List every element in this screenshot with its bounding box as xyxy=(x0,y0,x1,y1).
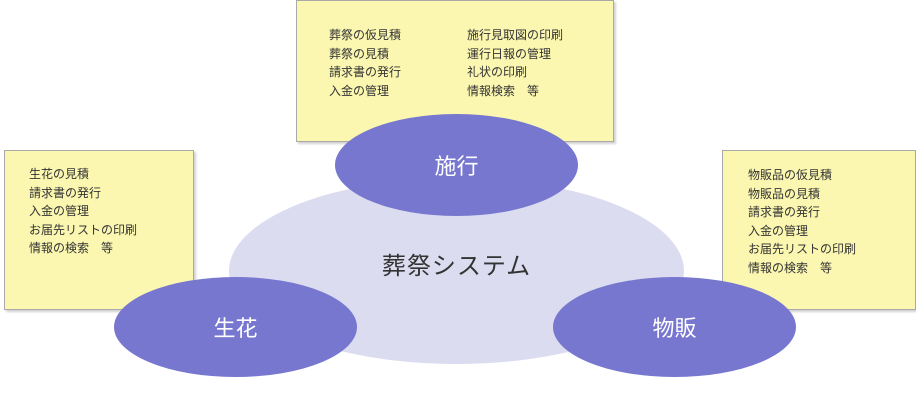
node-buppan: 物販 xyxy=(553,277,796,377)
note-item: 生花の見積 xyxy=(29,167,90,181)
note-top-column-2: 施行見取図の印刷 運行日報の管理 礼状の印刷 情報検索 等 xyxy=(467,26,563,100)
note-item: 施行見取図の印刷 xyxy=(467,28,564,42)
node-label: 物販 xyxy=(652,317,697,342)
note-item: 請求書の発行 xyxy=(329,65,402,79)
note-item: 請求書の発行 xyxy=(748,205,821,219)
note-item: 情報の検索 等 xyxy=(29,241,114,255)
note-item: 入金の管理 xyxy=(748,223,809,238)
node-shikou: 施行 xyxy=(335,114,578,216)
note-left-list: 生花の見積 請求書の発行 入金の管理 お届先リストの印刷 情報の検索 等 xyxy=(29,165,137,258)
note-item: 物販品の見積 xyxy=(748,186,821,201)
note-right-list: 物販品の仮見積 物販品の見積 請求書の発行 入金の管理 お届先リストの印刷 情報… xyxy=(748,166,856,277)
node-label: 施行 xyxy=(434,155,479,180)
node-label: 生花 xyxy=(213,317,258,342)
note-top-shikou: 葬祭の仮見積 葬祭の見積 請求書の発行 入金の管理 施行見取図の印刷 運行日報の… xyxy=(296,0,614,142)
note-top-column-1: 葬祭の仮見積 葬祭の見積 請求書の発行 入金の管理 xyxy=(329,26,401,100)
note-item: 入金の管理 xyxy=(29,204,90,218)
note-item: 情報の検索 等 xyxy=(748,260,833,275)
note-item: お届先リストの印刷 xyxy=(29,222,138,237)
node-seika: 生花 xyxy=(114,277,357,377)
note-item: 礼状の印刷 xyxy=(467,65,528,79)
note-item: 入金の管理 xyxy=(329,83,390,98)
note-item: 請求書の発行 xyxy=(29,185,102,200)
note-item: 葬祭の見積 xyxy=(329,46,390,61)
note-right-buppan: 物販品の仮見積 物販品の見積 請求書の発行 入金の管理 お届先リストの印刷 情報… xyxy=(722,150,916,310)
note-left-seika: 生花の見積 請求書の発行 入金の管理 お届先リストの印刷 情報の検索 等 xyxy=(4,150,194,310)
note-item: 葬祭の仮見積 xyxy=(329,28,402,42)
note-item: 情報検索 等 xyxy=(467,83,540,98)
note-item: 物販品の仮見積 xyxy=(748,168,833,182)
note-item: お届先リストの印刷 xyxy=(748,242,857,256)
note-item: 運行日報の管理 xyxy=(467,46,552,61)
system-label: 葬祭システム xyxy=(381,252,532,280)
